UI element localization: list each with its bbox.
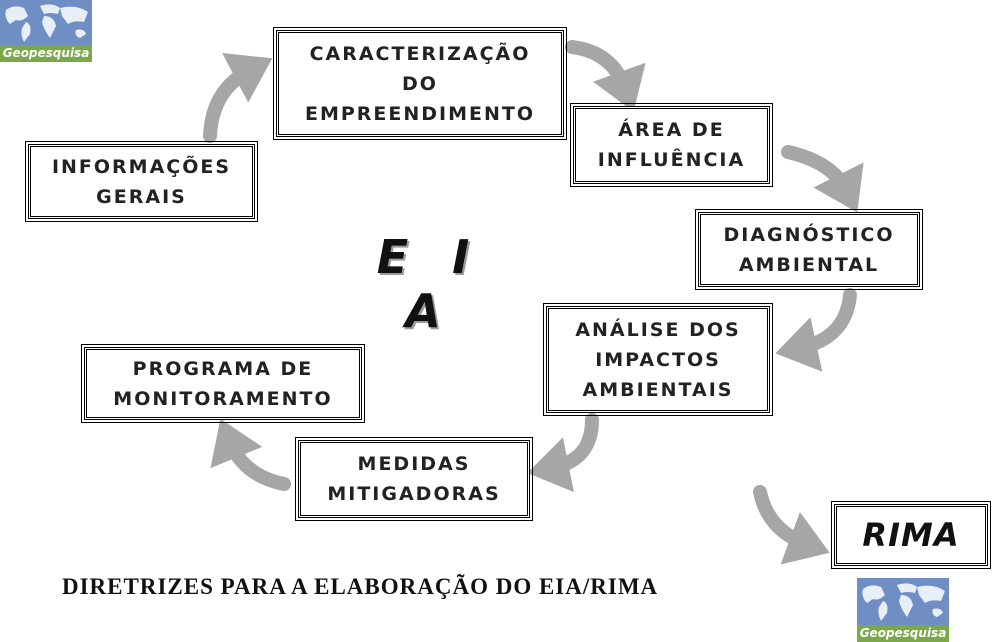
- logo-brand-text: Geopesquisa: [857, 625, 949, 642]
- arrow-info-to-caract: [203, 53, 273, 143]
- box-label: MEDIDAS MITIGADORAS: [327, 453, 501, 505]
- box-medidas-mitigadoras: MEDIDAS MITIGADORAS: [295, 437, 533, 521]
- diagram-caption: DIRETRIZES PARA A ELABORAÇÃO DO EIA/RIMA: [62, 574, 659, 599]
- arrow-to-rima: [753, 485, 830, 565]
- arrow-analise-to-medidas: [527, 413, 599, 493]
- box-informacoes-gerais: INFORMAÇÕES GERAIS: [25, 141, 258, 222]
- box-label: DIAGNÓSTICO AMBIENTAL: [723, 223, 895, 276]
- geopesquisa-logo: Geopesquisa: [0, 0, 92, 62]
- logo-brand-text: Geopesquisa: [0, 45, 92, 62]
- box-label: PROGRAMA DE MONITORAMENTO: [113, 357, 333, 410]
- box-programa-de-monitoramento: PROGRAMA DE MONITORAMENTO: [81, 344, 365, 423]
- box-rima: RIMA: [831, 501, 991, 569]
- box-label: ANÁLISE DOS IMPACTOS AMBIENTAIS: [575, 318, 741, 401]
- box-label: CARACTERIZAÇÃO DO EMPREENDIMENTO: [304, 42, 536, 125]
- world-map-icon: [5, 4, 88, 42]
- box-analise-dos-impactos: ANÁLISE DOS IMPACTOS AMBIENTAIS: [543, 303, 773, 416]
- arrow-medidas-to-prog: [210, 418, 291, 491]
- box-area-de-influencia: ÁREA DE INFLUÊNCIA: [570, 103, 773, 187]
- arrow-caract-to-area: [565, 40, 646, 112]
- arrow-area-to-diag: [781, 145, 864, 213]
- box-caracterizacao-do-empreendimento: CARACTERIZAÇÃO DO EMPREENDIMENTO: [273, 27, 567, 140]
- box-label: INFORMAÇÕES GERAIS: [51, 155, 232, 208]
- arrow-diag-to-analise: [775, 288, 857, 372]
- center-eia-label: E I A: [376, 230, 484, 338]
- box-label: ÁREA DE INFLUÊNCIA: [597, 119, 746, 171]
- geopesquisa-logo: Geopesquisa: [857, 578, 949, 642]
- world-map-icon: [862, 583, 945, 621]
- box-diagnostico-ambiental: DIAGNÓSTICO AMBIENTAL: [695, 209, 923, 290]
- box-label: RIMA: [862, 516, 960, 554]
